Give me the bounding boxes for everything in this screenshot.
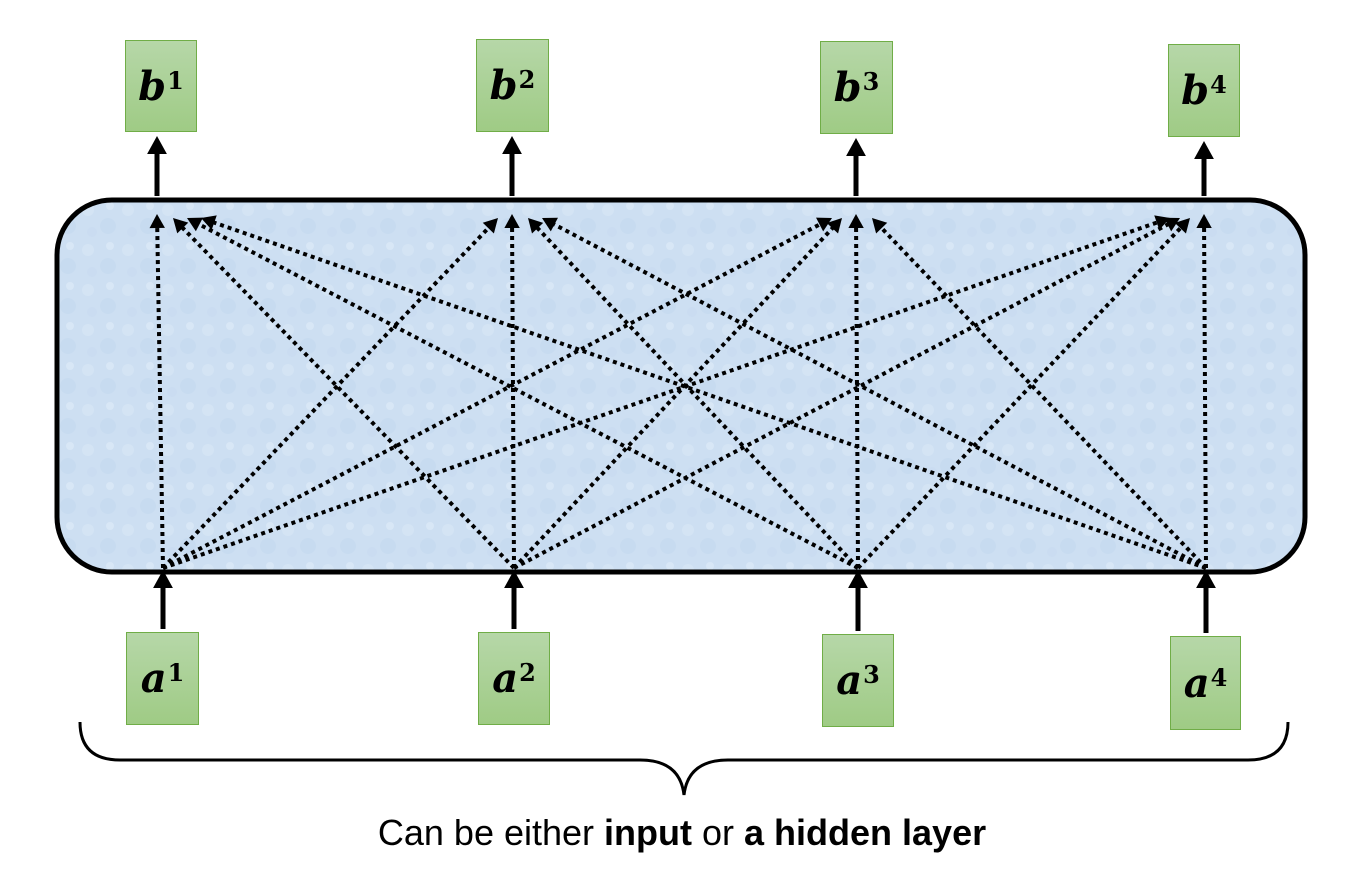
edge-arrowhead-a4-to-b1 <box>201 215 217 230</box>
edge-a3-to-b4 <box>856 225 1184 570</box>
input-node-a2-symbol: a <box>492 655 519 702</box>
edge-arrowhead-a2-to-b4 <box>1164 217 1180 232</box>
caption-bold-input: input <box>604 812 692 853</box>
edge-arrowhead-a4-to-b2 <box>542 217 558 232</box>
input-arrow-a4-head <box>1196 570 1216 588</box>
edge-a3-to-b3 <box>854 225 860 569</box>
edge-arrowhead-a3-to-b1 <box>187 217 203 232</box>
edge-a2-to-b4 <box>513 221 1171 570</box>
output-node-b2-symbol: b <box>489 62 518 109</box>
edge-arrowhead-a2-to-b1 <box>173 218 189 234</box>
output-arrow-b1-head <box>147 136 167 154</box>
edge-arrowhead-a1-to-b2 <box>482 218 498 234</box>
input-node-a4-symbol: a <box>1183 659 1210 707</box>
output-node-b3-superscript: 3 <box>862 67 880 96</box>
output-node-b1-superscript: 1 <box>167 65 184 95</box>
input-arrow-a2-head <box>504 570 524 588</box>
edge-a1-to-b2 <box>161 225 492 570</box>
caption: Can be either input or a hidden layer <box>0 812 1364 854</box>
edge-arrowhead-a4-to-b4 <box>1196 214 1212 229</box>
caption-bold-hidden-layer: a hidden layer <box>744 812 987 853</box>
input-arrow-a3-head <box>848 570 868 588</box>
input-node-a3-symbol: a <box>836 657 863 704</box>
edge-arrowhead-a1-to-b1 <box>149 214 165 229</box>
edge-a1-to-b1 <box>155 225 165 569</box>
output-node-b2-superscript: 2 <box>518 65 536 94</box>
edge-arrowhead-a1-to-b3 <box>816 217 832 232</box>
output-arrow-b4-head <box>1194 141 1214 159</box>
edge-arrowhead-a3-to-b3 <box>848 214 864 229</box>
output-node-b3-symbol: b <box>833 64 862 111</box>
input-node-a1-symbol: a <box>140 655 167 702</box>
input-arrow-a1-head <box>153 570 173 588</box>
edge-arrowhead-a2-to-b3 <box>826 218 842 234</box>
curly-brace <box>78 721 1290 796</box>
edge-a3-to-b2 <box>534 225 860 570</box>
edge-a4-to-b3 <box>878 225 1208 570</box>
output-arrow-b3-head <box>846 138 866 156</box>
edge-arrowhead-a4-to-b3 <box>872 218 888 234</box>
input-node-a1-superscript: 1 <box>167 658 185 687</box>
solid-arrows-group <box>147 136 1216 633</box>
caption-text-2: or <box>692 812 745 853</box>
edge-arrowhead-a2-to-b2 <box>504 214 520 229</box>
input-node-a3-superscript: 3 <box>863 660 880 689</box>
edge-a2-to-b3 <box>512 225 836 570</box>
output-arrow-b2-head <box>502 136 522 154</box>
edge-arrowhead-a3-to-b4 <box>1174 218 1190 234</box>
caption-text-1: Can be either <box>377 812 605 853</box>
edge-a4-to-b4 <box>1202 225 1208 569</box>
input-node-a2-superscript: 2 <box>519 658 536 687</box>
edge-a2-to-b2 <box>510 225 516 569</box>
connections-group <box>149 214 1212 570</box>
output-node-b1-symbol: b <box>138 62 167 110</box>
edge-arrowhead-a3-to-b2 <box>528 218 544 234</box>
output-node-b4-symbol: b <box>1181 67 1210 114</box>
edge-a1-to-b3 <box>162 221 823 570</box>
output-node-b4-superscript: 4 <box>1210 70 1227 99</box>
input-node-a4-superscript: 4 <box>1210 662 1228 692</box>
edge-a4-to-b2 <box>551 221 1207 570</box>
